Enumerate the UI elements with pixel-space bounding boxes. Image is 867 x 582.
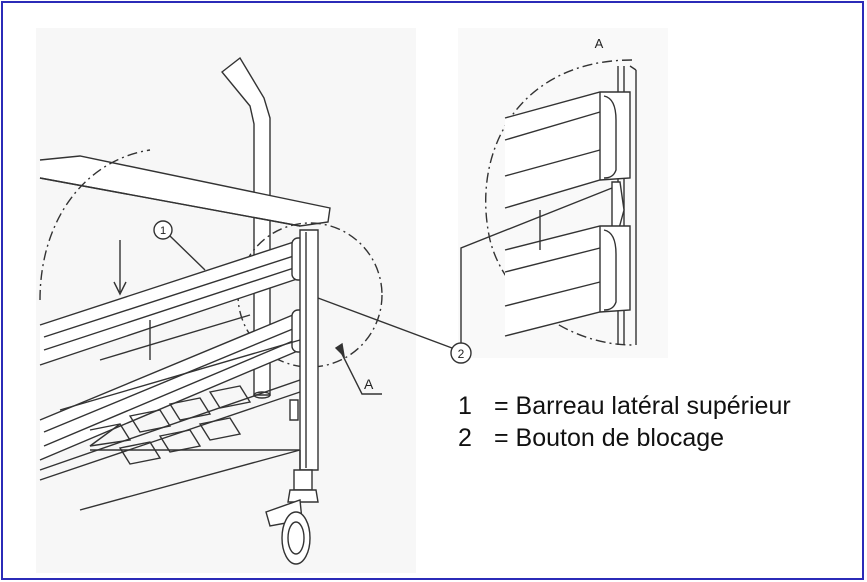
legend-item-number: 1 bbox=[458, 392, 472, 420]
callout-1-label: 1 bbox=[160, 225, 166, 237]
legend-item-1: 1 = Barreau latéral supérieur bbox=[458, 390, 791, 422]
legend-item-text: = Barreau latéral supérieur bbox=[494, 392, 791, 420]
base-bar bbox=[79, 449, 301, 511]
detail-lower-rail bbox=[504, 225, 631, 337]
legend-item-2: 2 = Bouton de blocage bbox=[458, 422, 791, 454]
callout-2-leader-a bbox=[317, 297, 453, 349]
detail-lock-button bbox=[611, 181, 625, 233]
callout-2-leader-b bbox=[460, 187, 613, 343]
detail-upper-rail bbox=[504, 91, 631, 209]
caster-stem bbox=[293, 469, 313, 491]
legend-item-number: 2 bbox=[458, 424, 472, 452]
section-a-leader bbox=[339, 349, 382, 395]
callout-1-circle bbox=[153, 220, 173, 240]
caster-wheel bbox=[281, 511, 311, 565]
legend-item-text: = Bouton de blocage bbox=[494, 424, 725, 452]
detail-arc bbox=[485, 59, 633, 346]
handle-base bbox=[253, 391, 271, 399]
detail-drawing bbox=[485, 59, 637, 346]
callout-2-label: 2 bbox=[458, 347, 465, 361]
main-drawing bbox=[39, 56, 613, 565]
rail-post bbox=[299, 229, 319, 471]
legend: 1 = Barreau latéral supérieur 2 = Bouton d… bbox=[458, 390, 791, 454]
section-a-label: A bbox=[364, 376, 374, 392]
cut-arc-left bbox=[39, 149, 151, 301]
detail-a-label: A bbox=[595, 36, 604, 51]
